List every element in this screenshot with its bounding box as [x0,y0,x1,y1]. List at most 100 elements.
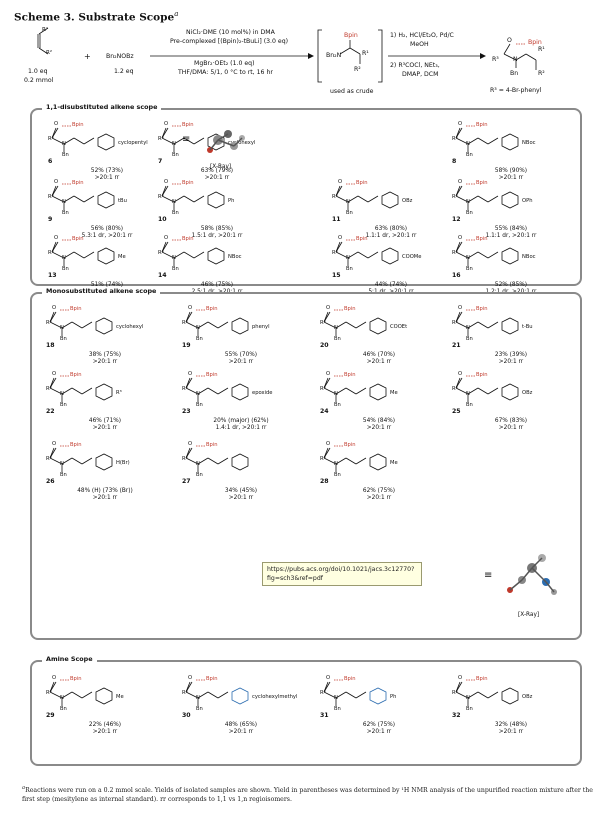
yield-value: 62% (75%) [362,488,396,494]
url-tooltip[interactable]: https://pubs.acs.org/doi/10.1021/jacs.3c… [262,562,422,586]
yield-text: 55% (84%)1.1:1 dr, >20:1 rr [452,226,570,240]
selectivity-value: >20:1 rr [498,175,524,181]
benzyl-label: Bn [466,266,473,272]
oxygen-label: O [326,441,331,447]
alkene-eq: 1.0 eq [28,68,48,75]
yield-value: 46% (71%) [88,418,122,424]
nitrogen-label: N [346,255,350,261]
oxygen-label: O [458,305,463,311]
condition-1: NiCl₂·DME (10 mol%) in DMA [186,29,275,36]
oxygen-label: O [52,305,57,311]
step-2b: DMAP, DCM [402,71,439,78]
yield-text: 22% (46%)>20:1 rr [46,722,164,736]
equivalent-sign: ≡ [484,570,493,581]
nitrogen-label: N [466,325,470,331]
alkene-r2: R² [46,50,53,56]
benzyl-label: Bn [334,402,341,408]
substituent-label: epoxide [252,390,273,396]
nitrogen-label: N [172,255,176,261]
yield-text: 58% (85%)1.5:1 dr, >20:1 rr [158,226,276,240]
nitrogen-label: N [60,325,64,331]
oxygen-label: O [458,179,463,185]
benzyl-label: Bn [196,402,203,408]
nitrogen-label: N [466,255,470,261]
compound-number: 28 [320,478,329,485]
yield-text: 63% (79%)>20:1 rr [158,168,276,182]
bpin-label: Bpin [72,122,84,128]
benzyl-label: Bn [346,210,353,216]
nitrogen-label: N [334,695,338,701]
amine-reagent: Bn₂NOBz [106,53,134,60]
nitrogen-label: N [334,391,338,397]
molecule-drawing [455,183,519,210]
compound-number: 19 [182,342,191,349]
yield-value: 63% (80%) [374,226,408,232]
molecule-drawing [49,679,113,706]
bpin-label: Bpin [356,236,368,242]
substituent-label: H(Br) [116,460,130,466]
panel-title: Monosubstituted alkene scope [42,287,161,295]
yield-text: 23% (39%)>20:1 rr [452,352,570,366]
yield-value: 62% (75%) [362,722,396,728]
yield-text: 54% (84%)>20:1 rr [320,418,438,432]
r3-label: R³ [452,194,458,200]
r3-label: R³ [452,250,458,256]
selectivity-value: 1.1:1 dr, >20:1 rr [485,233,537,239]
xray-label: [X-Ray] [518,612,540,618]
benzyl-label: Bn [466,706,473,712]
substituent-label: COOEt [390,324,408,330]
selectivity-value: 5.3:1 dr, >20:1 rr [81,233,133,239]
alkene-mmol: 0.2 mmol [24,77,54,84]
compound-number: 32 [452,712,461,719]
substituent-label: cyclopentyl [118,140,148,146]
yield-value: 20% (major) (62%) [213,418,269,424]
bpin-label: Bpin [72,236,84,242]
molecule-drawing [335,239,399,266]
yield-text: 48% (65%)>20:1 rr [182,722,300,736]
yield-text: 55% (70%)>20:1 rr [182,352,300,366]
nitrogen-label: N [196,695,200,701]
molecule-drawing [51,183,115,210]
product-bpin: Bpin [528,39,542,46]
equivalent-sign: ≡ [182,134,191,145]
yield-value: 46% (70%) [362,352,396,358]
benzyl-label: Bn [62,266,69,272]
benzyl-label: Bn [62,152,69,158]
r3-label: R³ [48,194,54,200]
compound-number: 27 [182,478,191,485]
benzyl-label: Bn [62,210,69,216]
molecule-drawing [455,125,519,152]
panel-title: 1,1-disubstituted alkene scope [42,103,162,111]
yield-value: 23% (39%) [494,352,528,358]
nitrogen-label: N [334,461,338,467]
r3-label: R³ [452,136,458,142]
oxygen-label: O [188,675,193,681]
r3-label: R³ [46,320,52,326]
bpin-label: Bpin [206,306,218,312]
molecule-drawing [49,309,113,336]
r3-label: R³ [46,456,52,462]
product-r2: R² [538,70,545,77]
benzyl-label: Bn [466,402,473,408]
oxygen-label: O [54,121,59,127]
selectivity-value: >20:1 rr [228,495,254,501]
substituent-label: Me [118,254,126,260]
compound-number: 24 [320,408,329,415]
yield-text: 20% (major) (62%)1.4:1 dr, >20:1 rr [182,418,300,432]
benzyl-label: Bn [60,472,67,478]
r3-label: R³ [46,690,52,696]
yield-text: 52% (73%)>20:1 rr [48,168,166,182]
bpin-label: Bpin [182,236,194,242]
selectivity-value: >20:1 rr [498,359,524,365]
condition-2: Pre-complexed [(Bpin)₂-tBuLi] (3.0 eq) [170,38,289,45]
substituent-label: cyclohexyl [116,324,144,330]
oxygen-label: O [458,371,463,377]
nitrogen-label: N [172,199,176,205]
